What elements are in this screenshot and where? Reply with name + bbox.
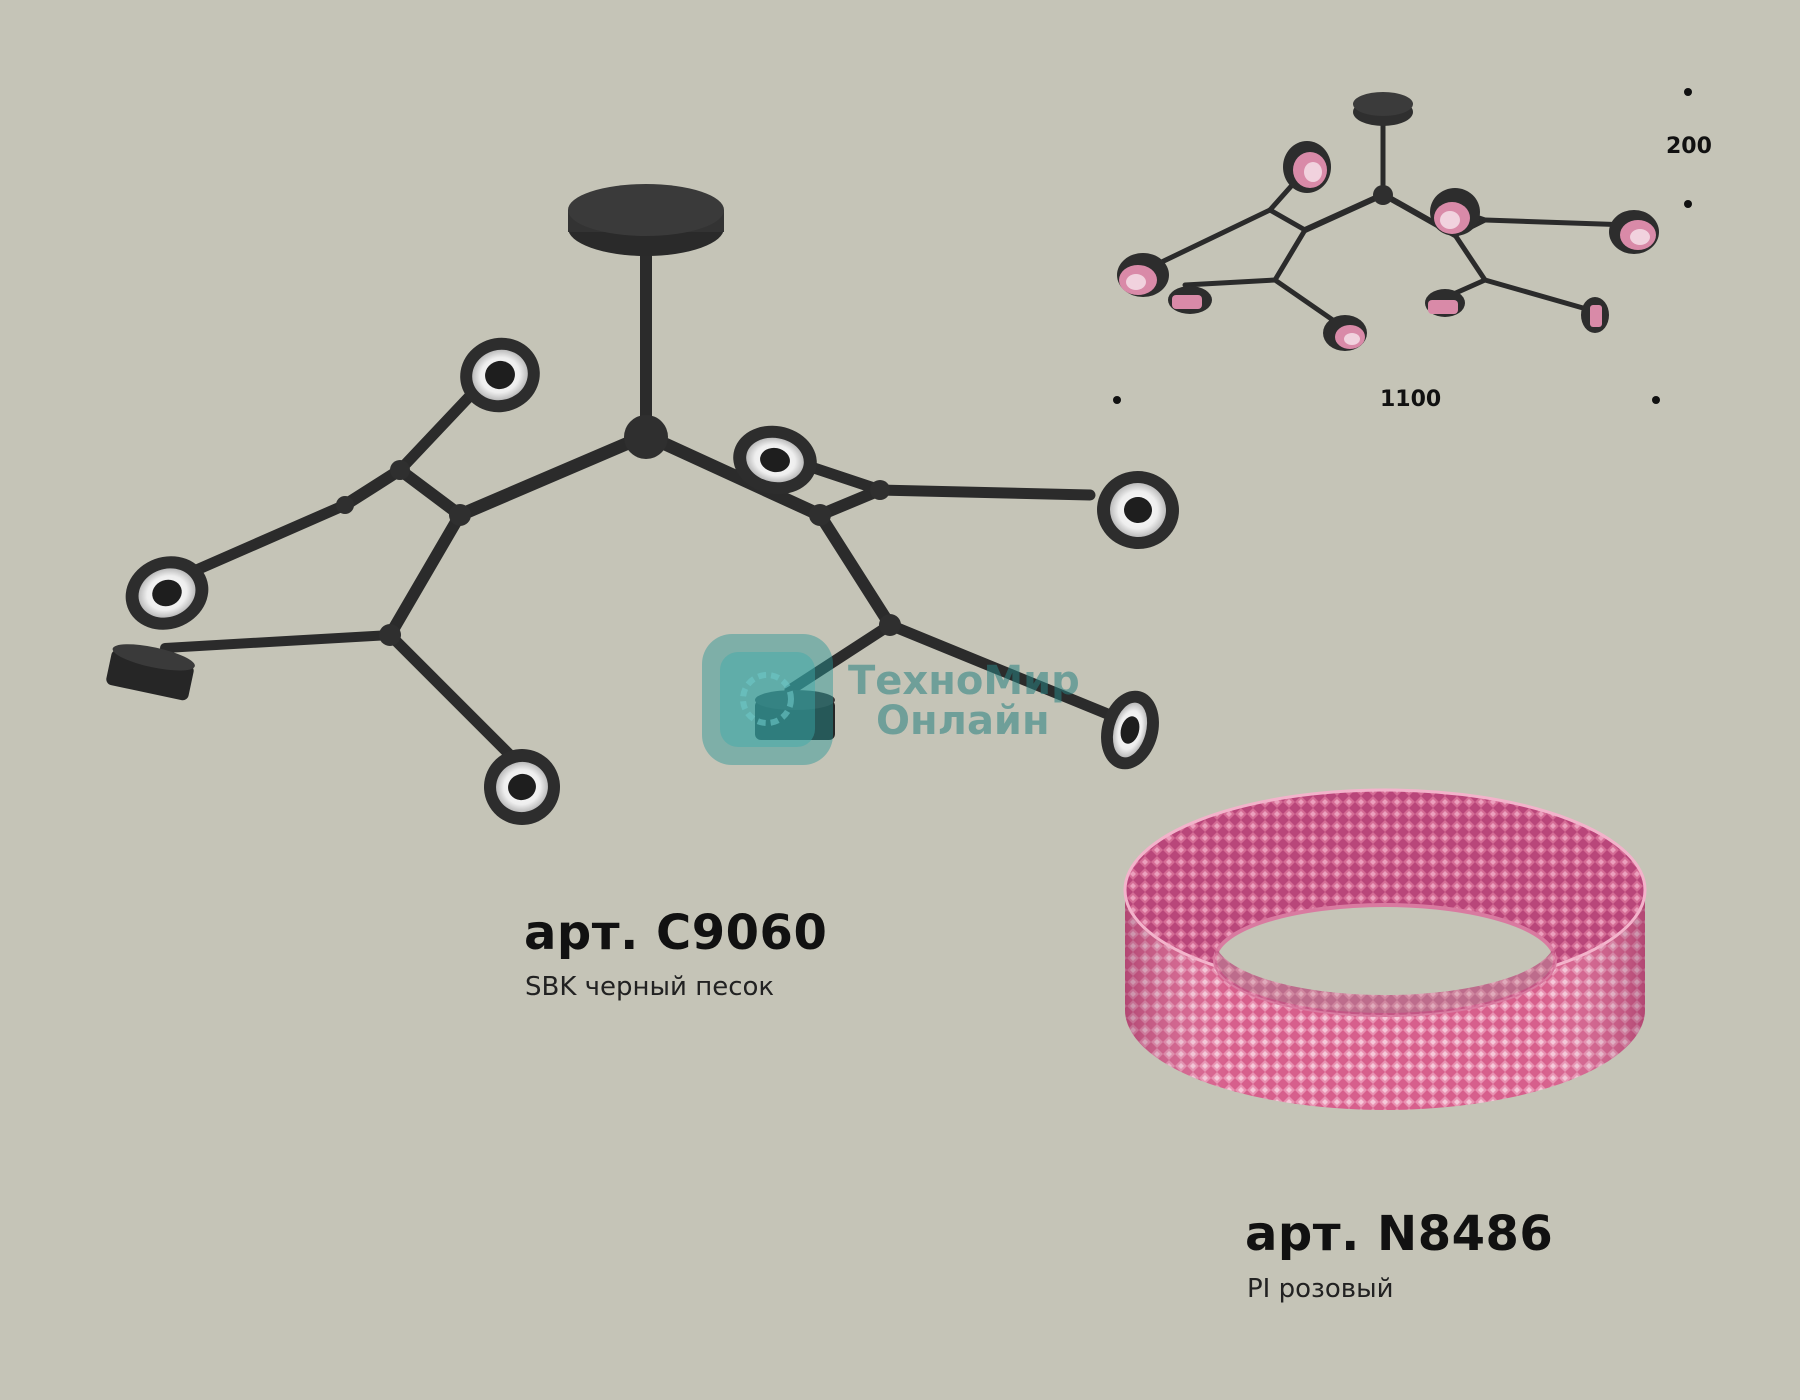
watermark-text-line1: ТехноМир xyxy=(848,658,1080,704)
width-marker-left xyxy=(1113,396,1121,404)
watermark-text-line2: Онлайн xyxy=(876,698,1050,744)
crystal-ring-n8486-illustration xyxy=(1123,788,1647,1110)
accessory-finish: PI розовый xyxy=(1247,1274,1394,1304)
main-product-finish: SBK черный песок xyxy=(525,972,775,1002)
height-dimension: 200 xyxy=(1666,134,1712,159)
height-marker-bottom xyxy=(1684,200,1692,208)
dimension-drawing xyxy=(1117,92,1659,351)
height-marker-top xyxy=(1684,88,1692,96)
width-marker-right xyxy=(1652,396,1660,404)
width-dimension: 1100 xyxy=(1380,387,1442,412)
accessory-article: арт. N8486 xyxy=(1245,1206,1554,1262)
main-product-article: арт. C9060 xyxy=(524,905,828,961)
watermark-logo-icon xyxy=(702,634,833,765)
